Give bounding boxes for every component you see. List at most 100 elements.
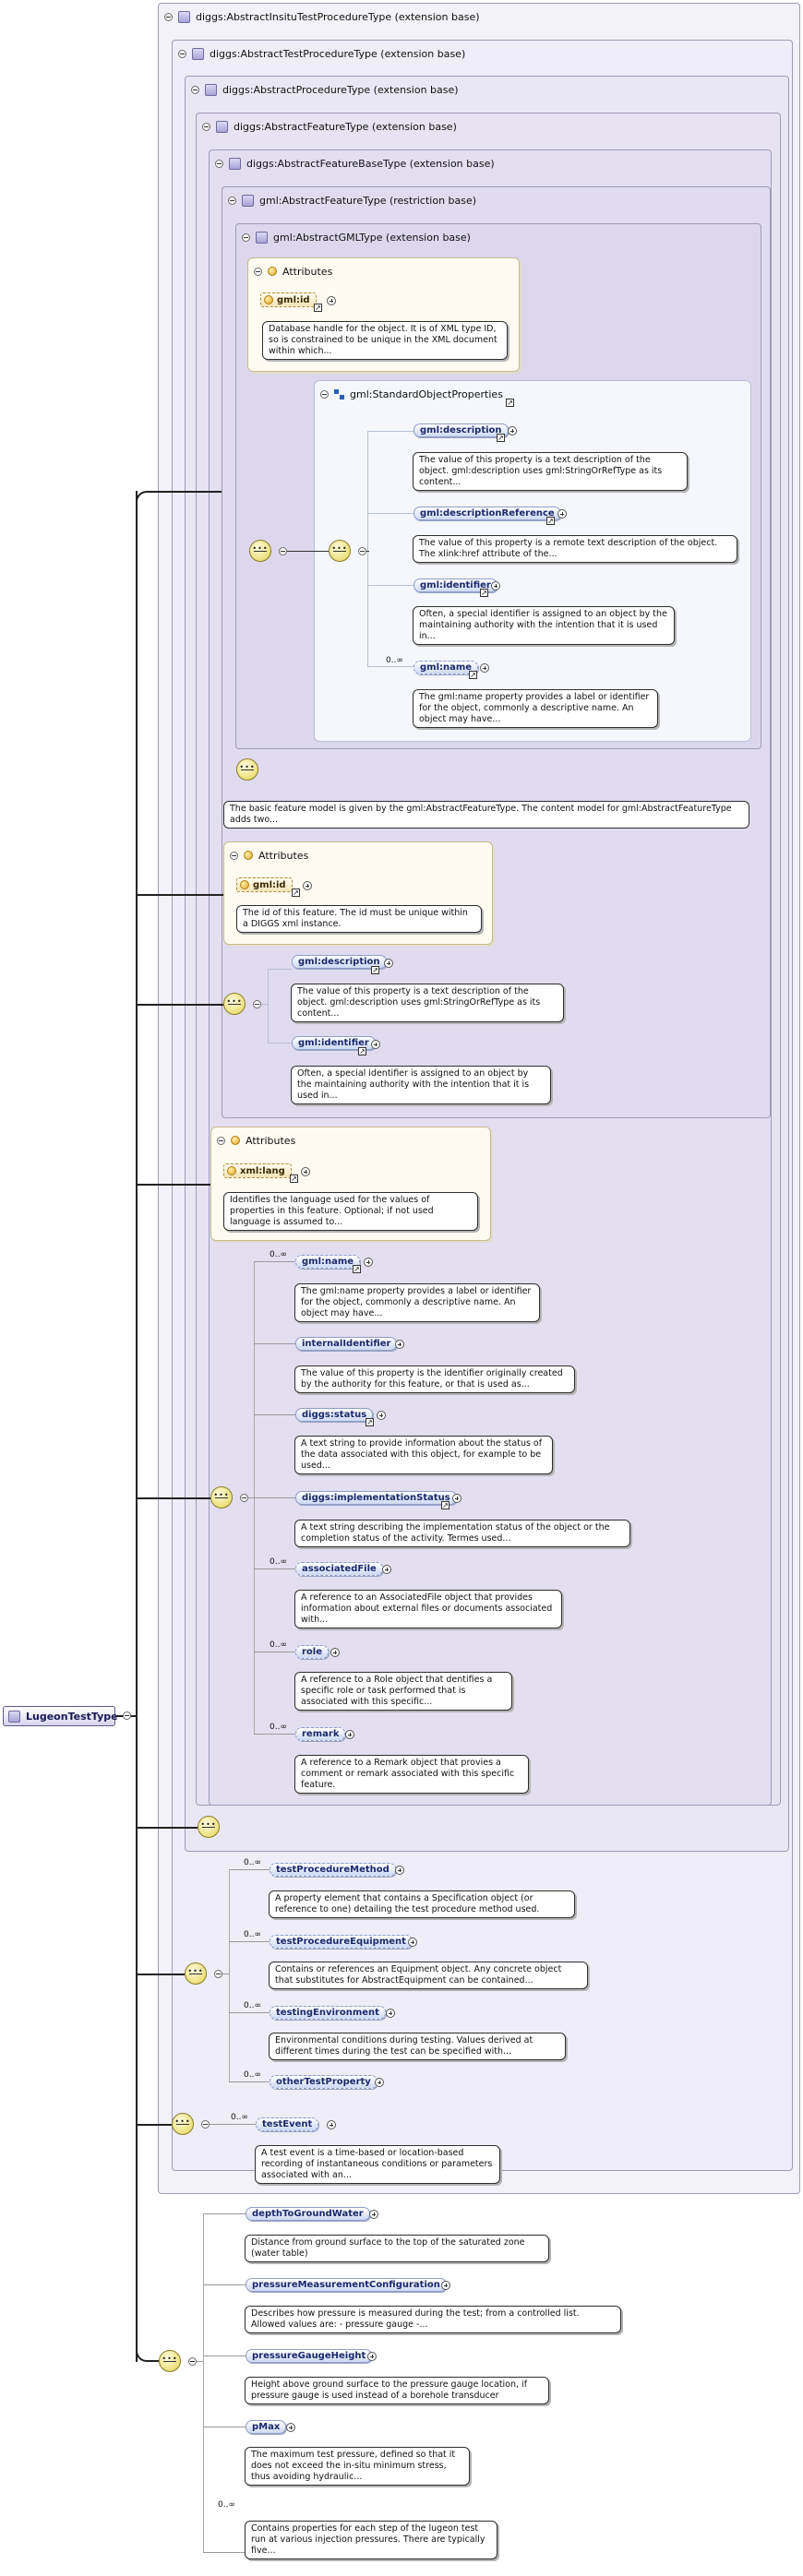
collapse-toggle[interactable] — [217, 1136, 225, 1145]
collapse-toggle[interactable] — [320, 389, 329, 399]
reference-link-icon[interactable] — [366, 1418, 374, 1426]
expand-plus-icon[interactable] — [452, 1494, 461, 1503]
collapse-toggle[interactable] — [230, 851, 238, 860]
sequence-compositor-icon — [223, 993, 246, 1015]
element-gml-description[interactable]: gml:description — [292, 955, 387, 969]
element-gml-description[interactable]: gml:description — [413, 423, 509, 437]
attribute-xml-lang[interactable]: xml:lang — [223, 1163, 292, 1178]
element-remark[interactable]: remark — [295, 1727, 346, 1741]
expand-plus-icon[interactable] — [386, 2009, 395, 2018]
expand-plus-icon[interactable] — [384, 959, 393, 968]
element-description: The gml:name property provides a label o… — [413, 689, 658, 728]
sequence-compositor-icon — [185, 1962, 207, 1985]
collapse-toggle[interactable] — [279, 547, 287, 555]
expand-plus-icon[interactable] — [367, 2352, 377, 2361]
element-test-event[interactable]: testEvent — [256, 2117, 319, 2131]
reference-link-icon[interactable] — [506, 399, 514, 407]
collapse-toggle[interactable] — [242, 233, 250, 242]
attribute-name: gml:id — [253, 879, 286, 890]
element-pressure-measurement-configuration[interactable]: pressureMeasurementConfiguration — [246, 2278, 447, 2292]
element-pressure-gauge-height[interactable]: pressureGaugeHeight — [246, 2349, 373, 2363]
expand-plus-icon[interactable] — [345, 1730, 354, 1739]
root-complex-type[interactable]: LugeonTestType — [3, 1706, 118, 1726]
collapse-toggle[interactable] — [188, 2357, 197, 2366]
collapse-toggle[interactable] — [201, 2120, 210, 2129]
element-gml-name[interactable]: gml:name — [295, 1255, 361, 1269]
collapse-toggle[interactable] — [123, 1711, 131, 1720]
expand-plus-icon[interactable] — [557, 509, 567, 519]
element-p-max[interactable]: pMax — [246, 2420, 287, 2434]
collapse-toggle[interactable] — [228, 196, 236, 205]
expand-plus-icon[interactable] — [375, 2078, 384, 2087]
complex-type-icon — [8, 1710, 20, 1723]
reference-link-icon[interactable] — [314, 304, 322, 312]
element-description: Often, a special identifier is assigned … — [291, 1066, 551, 1104]
reference-link-icon[interactable] — [546, 517, 555, 525]
expand-plus-icon[interactable] — [301, 1167, 310, 1176]
element-description: The value of this property is a text des… — [413, 452, 688, 491]
reference-link-icon[interactable] — [358, 1047, 366, 1055]
collapse-toggle[interactable] — [215, 159, 223, 168]
reference-link-icon[interactable] — [469, 671, 477, 679]
expand-plus-icon[interactable] — [369, 2210, 378, 2219]
element-description: The value of this property is a remote t… — [413, 535, 737, 563]
collapse-toggle[interactable] — [254, 267, 262, 276]
collapse-toggle[interactable] — [253, 1000, 261, 1008]
reference-link-icon[interactable] — [497, 434, 505, 442]
element-role[interactable]: role — [295, 1645, 330, 1659]
reference-link-icon[interactable] — [292, 888, 300, 897]
expand-plus-icon[interactable] — [441, 2281, 450, 2290]
collapse-toggle[interactable] — [202, 122, 210, 131]
attribute-gml-id[interactable]: gml:id — [236, 877, 293, 892]
collapse-toggle[interactable] — [214, 1970, 222, 1978]
multiplicity-label: 0..∞ — [270, 1723, 287, 1732]
expand-plus-icon[interactable] — [395, 1866, 404, 1875]
collapse-toggle[interactable] — [178, 49, 186, 58]
element-gml-description-reference[interactable]: gml:descriptionReference — [413, 507, 561, 520]
expand-plus-icon[interactable] — [364, 1258, 373, 1267]
element-gml-name[interactable]: gml:name — [413, 661, 479, 674]
element-description: Contains or references an Equipment obje… — [269, 1962, 588, 1989]
element-description: A reference to an AssociatedFile object … — [294, 1590, 562, 1628]
attribute-gml-id[interactable]: gml:id — [260, 292, 317, 307]
expand-plus-icon[interactable] — [408, 1938, 417, 1947]
element-testing-environment[interactable]: testingEnvironment — [270, 2006, 386, 2020]
collapse-toggle[interactable] — [164, 12, 173, 21]
collapse-toggle[interactable] — [191, 85, 199, 94]
element-internal-identifier[interactable]: internalIdentifier — [295, 1337, 398, 1351]
reference-link-icon[interactable] — [480, 589, 488, 597]
element-diggs-status[interactable]: diggs:status — [295, 1408, 374, 1422]
expand-plus-icon[interactable] — [327, 296, 336, 305]
element-depth-to-ground-water[interactable]: depthToGroundWater — [246, 2207, 370, 2221]
expand-plus-icon[interactable] — [303, 881, 312, 890]
element-associated-file[interactable]: associatedFile — [295, 1562, 383, 1576]
expand-plus-icon[interactable] — [508, 426, 517, 435]
reference-link-icon[interactable] — [371, 966, 379, 974]
expand-plus-icon[interactable] — [371, 1040, 380, 1049]
expand-plus-icon[interactable] — [491, 581, 500, 590]
element-description: A text string describing the implementat… — [294, 1520, 630, 1547]
sequence-compositor-icon — [198, 1816, 220, 1838]
attribute-name: gml:id — [277, 294, 310, 305]
element-diggs-implementation-status[interactable]: diggs:implementationStatus — [295, 1491, 457, 1505]
element-test-procedure-equipment[interactable]: testProcedureEquipment — [270, 1935, 413, 1949]
multiplicity-label: 0..∞ — [231, 2113, 248, 2122]
attributes-label: Attributes — [282, 265, 333, 278]
expand-plus-icon[interactable] — [395, 1340, 404, 1349]
collapse-toggle[interactable] — [358, 547, 366, 555]
reference-link-icon[interactable] — [353, 1265, 361, 1273]
expand-plus-icon[interactable] — [330, 1648, 340, 1657]
expand-plus-icon[interactable] — [286, 2423, 295, 2432]
element-description: The gml:name property provides a label o… — [294, 1283, 540, 1322]
reference-link-icon[interactable] — [441, 1501, 449, 1509]
element-description: A property element that contains a Speci… — [269, 1890, 575, 1918]
complex-type-icon — [205, 83, 217, 96]
expand-plus-icon[interactable] — [377, 1411, 386, 1420]
reference-link-icon[interactable] — [290, 1175, 298, 1183]
multiplicity-label: 0..∞ — [386, 656, 403, 665]
expand-plus-icon[interactable] — [382, 1565, 391, 1574]
expand-plus-icon[interactable] — [327, 2120, 336, 2129]
expand-plus-icon[interactable] — [480, 663, 489, 673]
element-other-test-property[interactable]: otherTestProperty — [270, 2075, 378, 2089]
element-test-procedure-method[interactable]: testProcedureMethod — [270, 1863, 396, 1877]
